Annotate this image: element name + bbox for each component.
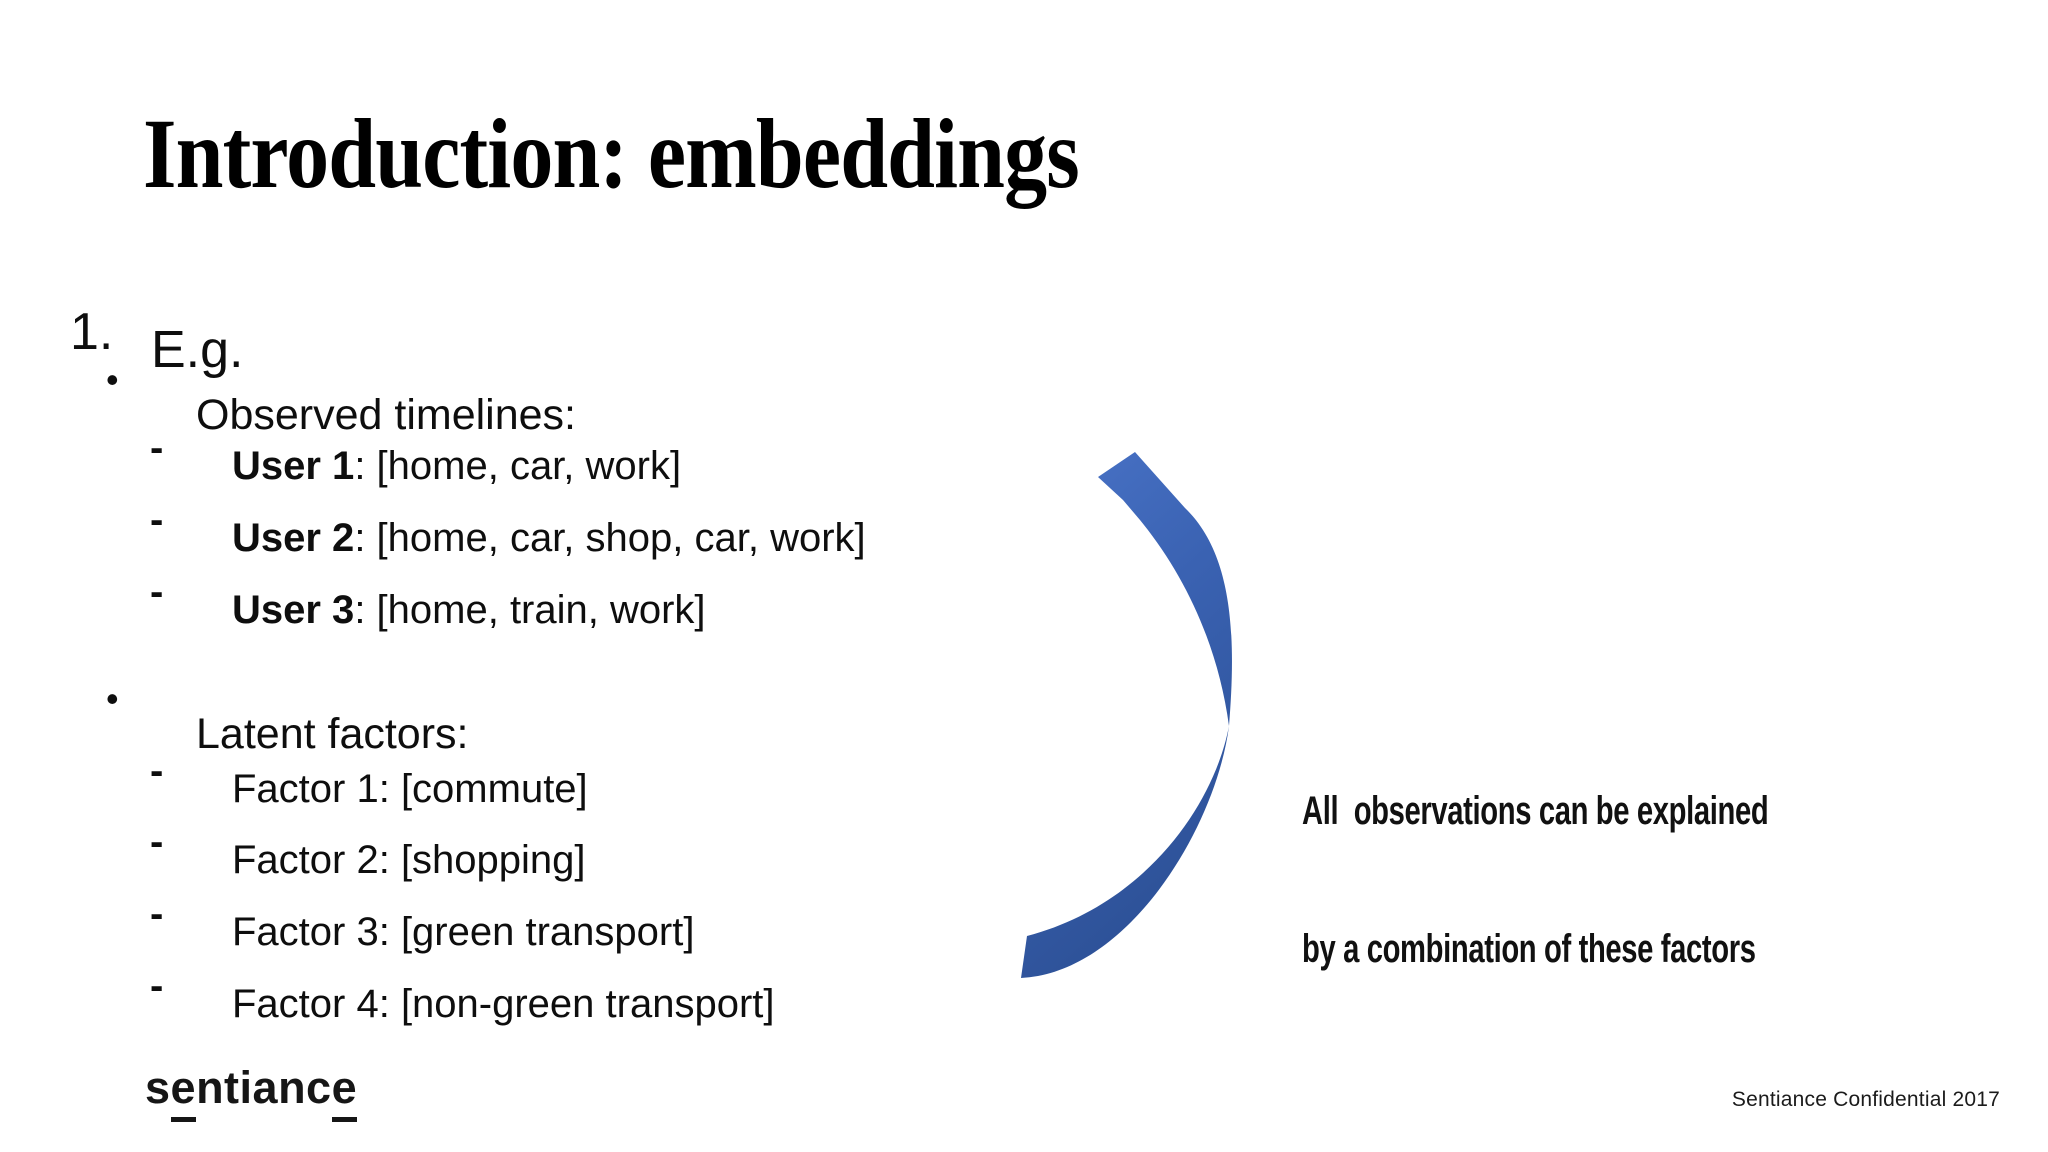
- logo-underlined-e: e: [331, 1062, 358, 1122]
- annotation-line-2: by a combination of these factors: [1302, 927, 1756, 971]
- item-bold-text: User 1: [232, 444, 355, 488]
- list-item-text: Factor 4: [non-green transport]: [232, 982, 775, 1027]
- logo-part: s: [145, 1062, 171, 1113]
- dash-marker: -: [150, 964, 164, 1008]
- sentiance-logo: sentiance: [145, 1062, 358, 1122]
- dash-marker: -: [150, 820, 164, 864]
- item-rest-text: : [home, car, shop, car, work]: [354, 516, 866, 560]
- dash-marker: -: [150, 749, 164, 793]
- dash-marker: -: [150, 892, 164, 936]
- list-item-text: Factor 3: [green transport]: [232, 910, 694, 955]
- list-heading: E.g.: [151, 321, 244, 379]
- item-bold-text: User 2: [232, 516, 355, 560]
- list-number: 1.: [70, 303, 114, 361]
- bullet-icon: •: [106, 359, 119, 400]
- dash-marker: -: [150, 570, 164, 614]
- dash-marker: -: [150, 426, 164, 470]
- list-item-text: Factor 2: [shopping]: [232, 838, 586, 883]
- dash-marker: -: [150, 498, 164, 542]
- logo-part: ntianc: [196, 1062, 332, 1113]
- logo-underlined-e: e: [170, 1062, 197, 1122]
- item-rest-text: Factor 2: [shopping]: [232, 838, 586, 882]
- item-rest-text: Factor 4: [non-green transport]: [232, 982, 775, 1026]
- bullet-label: Observed timelines:: [196, 391, 576, 439]
- annotation-text: All observations can be explained by a c…: [1302, 696, 1769, 1064]
- list-item-text: User 1: [home, car, work]: [232, 444, 681, 489]
- annotation-line-1: All observations can be explained: [1302, 789, 1769, 833]
- item-rest-text: : [home, train, work]: [354, 588, 706, 632]
- item-bold-text: User 3: [232, 588, 355, 632]
- list-item-text: Factor 1: [commute]: [232, 767, 588, 812]
- item-rest-text: : [home, car, work]: [354, 444, 682, 488]
- bullet-icon: •: [106, 678, 119, 719]
- item-rest-text: Factor 1: [commute]: [232, 767, 588, 811]
- list-item-text: User 2: [home, car, shop, car, work]: [232, 516, 866, 561]
- item-rest-text: Factor 3: [green transport]: [232, 910, 695, 954]
- slide-title: Introduction: embeddings: [143, 98, 1080, 209]
- list-item-text: User 3: [home, train, work]: [232, 588, 706, 633]
- bullet-label: Latent factors:: [196, 710, 469, 758]
- curved-arrow-shape: [1021, 452, 1232, 978]
- curved-up-arrow-icon: [1021, 452, 1232, 978]
- footer-confidential-label: Sentiance Confidential 2017: [1731, 1088, 2000, 1111]
